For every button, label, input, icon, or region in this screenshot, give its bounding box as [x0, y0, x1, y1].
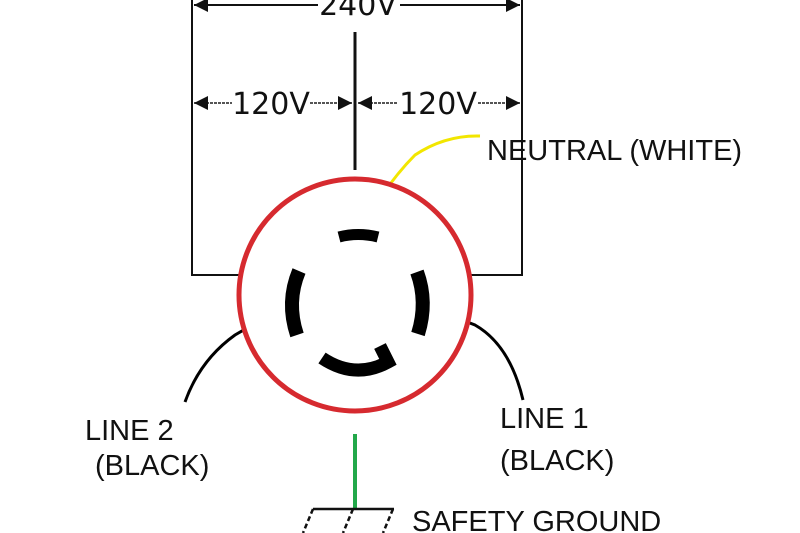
line1-slot: [410, 269, 430, 337]
dimension-240v: 240V: [191, 0, 523, 276]
line1-wire: [427, 305, 525, 401]
dimension-120v-right: 120V: [358, 87, 520, 122]
receptacle-outline: [236, 176, 474, 414]
voltage-120-right-label: 120V: [399, 87, 477, 122]
line2-label: LINE 2: [85, 415, 174, 447]
ground-symbol: [301, 507, 395, 533]
line2-color-label: (BLACK): [95, 450, 209, 482]
voltage-120-left-label: 120V: [232, 87, 310, 122]
neutral-slot: [337, 229, 380, 243]
ground-slot: [318, 343, 397, 377]
line1-color-label: (BLACK): [500, 445, 614, 477]
l14-receptacle: [236, 176, 474, 414]
safety-ground-label: SAFETY GROUND: [412, 506, 661, 533]
dimension-120v-left: 120V: [194, 87, 352, 122]
line2-wire: [183, 304, 286, 403]
voltage-240-label: 240V: [319, 0, 397, 23]
neutral-label: NEUTRAL (WHITE): [487, 135, 742, 167]
line1-label: LINE 1: [500, 403, 589, 435]
line2-slot: [284, 268, 306, 338]
